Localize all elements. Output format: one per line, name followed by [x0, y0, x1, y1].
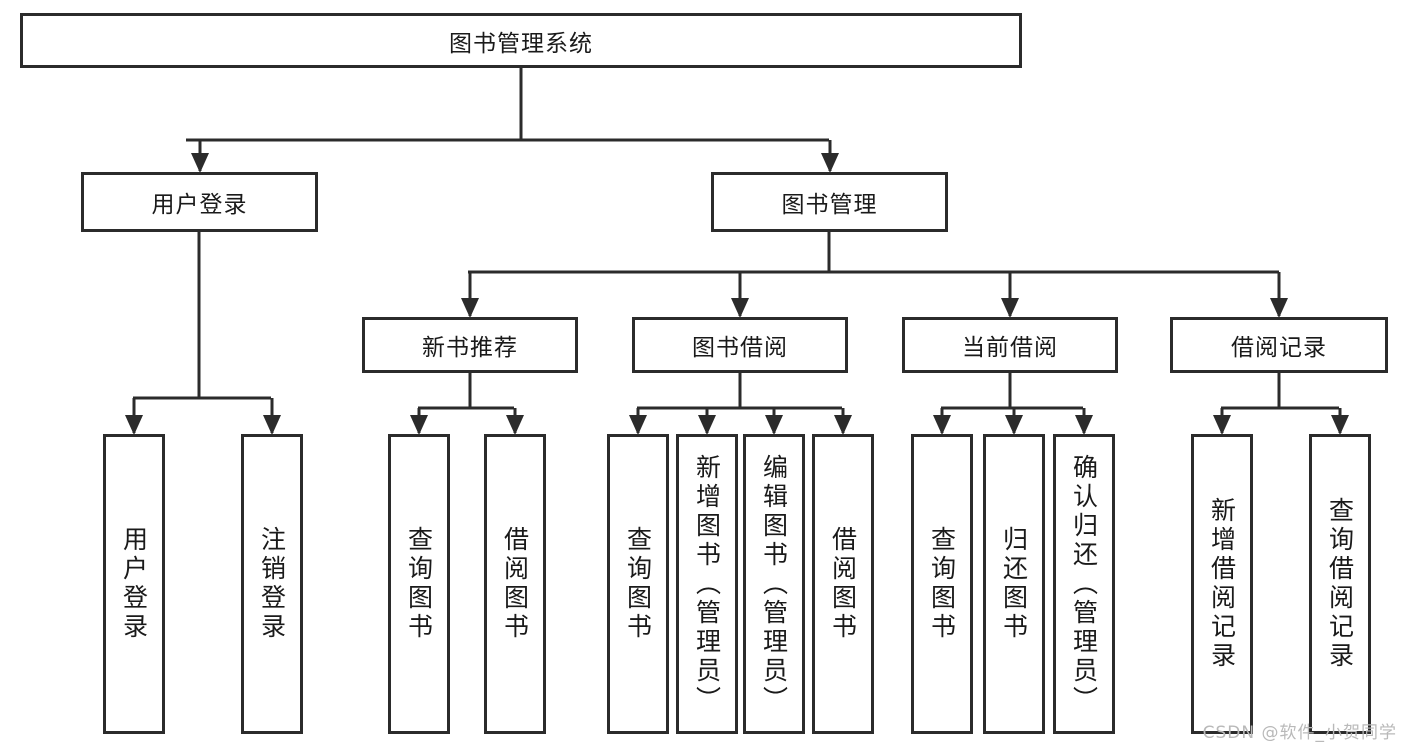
- arrow-head-icon-current: [1001, 298, 1019, 318]
- node-label: 图书管理系统: [449, 30, 593, 57]
- node-label: 查询借阅记录: [1325, 497, 1355, 671]
- node-label: 图书管理: [781, 192, 878, 218]
- arrow-head-icon-leaf8: [834, 415, 852, 435]
- node-leaf3[interactable]: 查询图书: [388, 434, 450, 734]
- node-label: 查询图书: [623, 526, 653, 642]
- node-label: 注销登录: [257, 526, 287, 642]
- node-login[interactable]: 用户登录: [81, 172, 318, 232]
- node-leaf12[interactable]: 新增借阅记录: [1191, 434, 1253, 734]
- node-label: 新增借阅记录: [1207, 497, 1237, 671]
- node-label: 查询图书: [404, 526, 434, 642]
- node-label: 图书借阅: [692, 335, 788, 361]
- node-leaf8[interactable]: 借阅图书: [812, 434, 874, 734]
- arrow-head-icon-leaf9: [933, 415, 951, 435]
- arrow-head-icon-leaf6: [698, 415, 716, 435]
- node-root[interactable]: 图书管理系统: [20, 13, 1022, 68]
- node-leaf5[interactable]: 查询图书: [607, 434, 669, 734]
- arrow-head-icon-records: [1270, 298, 1288, 318]
- node-records[interactable]: 借阅记录: [1170, 317, 1388, 373]
- node-label: 编辑图书（管理员）: [759, 453, 789, 715]
- node-borrow[interactable]: 图书借阅: [632, 317, 848, 373]
- arrow-head-icon-leaf12: [1213, 415, 1231, 435]
- node-leaf9[interactable]: 查询图书: [911, 434, 973, 734]
- node-leaf6[interactable]: 新增图书（管理员）: [676, 434, 738, 734]
- arrow-head-icon-leaf3: [410, 415, 428, 435]
- arrow-head-icon-leaf1: [125, 415, 143, 435]
- node-label: 新书推荐: [422, 335, 518, 361]
- node-label: 当前借阅: [962, 335, 1058, 361]
- node-label: 查询图书: [927, 526, 957, 642]
- node-leaf11[interactable]: 确认归还（管理员）: [1053, 434, 1115, 734]
- arrow-head-icon-leaf13: [1331, 415, 1349, 435]
- node-leaf13[interactable]: 查询借阅记录: [1309, 434, 1371, 734]
- node-current[interactable]: 当前借阅: [902, 317, 1118, 373]
- node-label: 借阅图书: [828, 526, 858, 642]
- node-label: 归还图书: [999, 526, 1029, 642]
- node-leaf2[interactable]: 注销登录: [241, 434, 303, 734]
- node-leaf7[interactable]: 编辑图书（管理员）: [743, 434, 805, 734]
- node-label: 确认归还（管理员）: [1069, 453, 1099, 715]
- arrow-head-icon-newbook: [461, 298, 479, 318]
- node-label: 用户登录: [119, 526, 149, 642]
- node-leaf4[interactable]: 借阅图书: [484, 434, 546, 734]
- node-label: 借阅记录: [1231, 335, 1327, 361]
- arrow-head-icon-borrow: [731, 298, 749, 318]
- node-newbook[interactable]: 新书推荐: [362, 317, 578, 373]
- node-label: 新增图书（管理员）: [692, 453, 722, 715]
- arrow-head-icon-bookmgmt: [821, 153, 839, 173]
- arrow-head-icon-leaf7: [765, 415, 783, 435]
- arrow-head-icon-leaf4: [506, 415, 524, 435]
- arrow-head-icon-leaf2: [263, 415, 281, 435]
- node-label: 用户登录: [151, 192, 248, 218]
- node-leaf10[interactable]: 归还图书: [983, 434, 1045, 734]
- arrow-head-icon-leaf11: [1075, 415, 1093, 435]
- arrow-head-icon-leaf10: [1005, 415, 1023, 435]
- arrow-head-icon-leaf5: [629, 415, 647, 435]
- node-bookmgmt[interactable]: 图书管理: [711, 172, 948, 232]
- arrow-head-icon-login: [191, 153, 209, 173]
- csdn-watermark: CSDN @软件_小贺同学: [1202, 723, 1397, 743]
- node-label: 借阅图书: [500, 526, 530, 642]
- node-leaf1[interactable]: 用户登录: [103, 434, 165, 734]
